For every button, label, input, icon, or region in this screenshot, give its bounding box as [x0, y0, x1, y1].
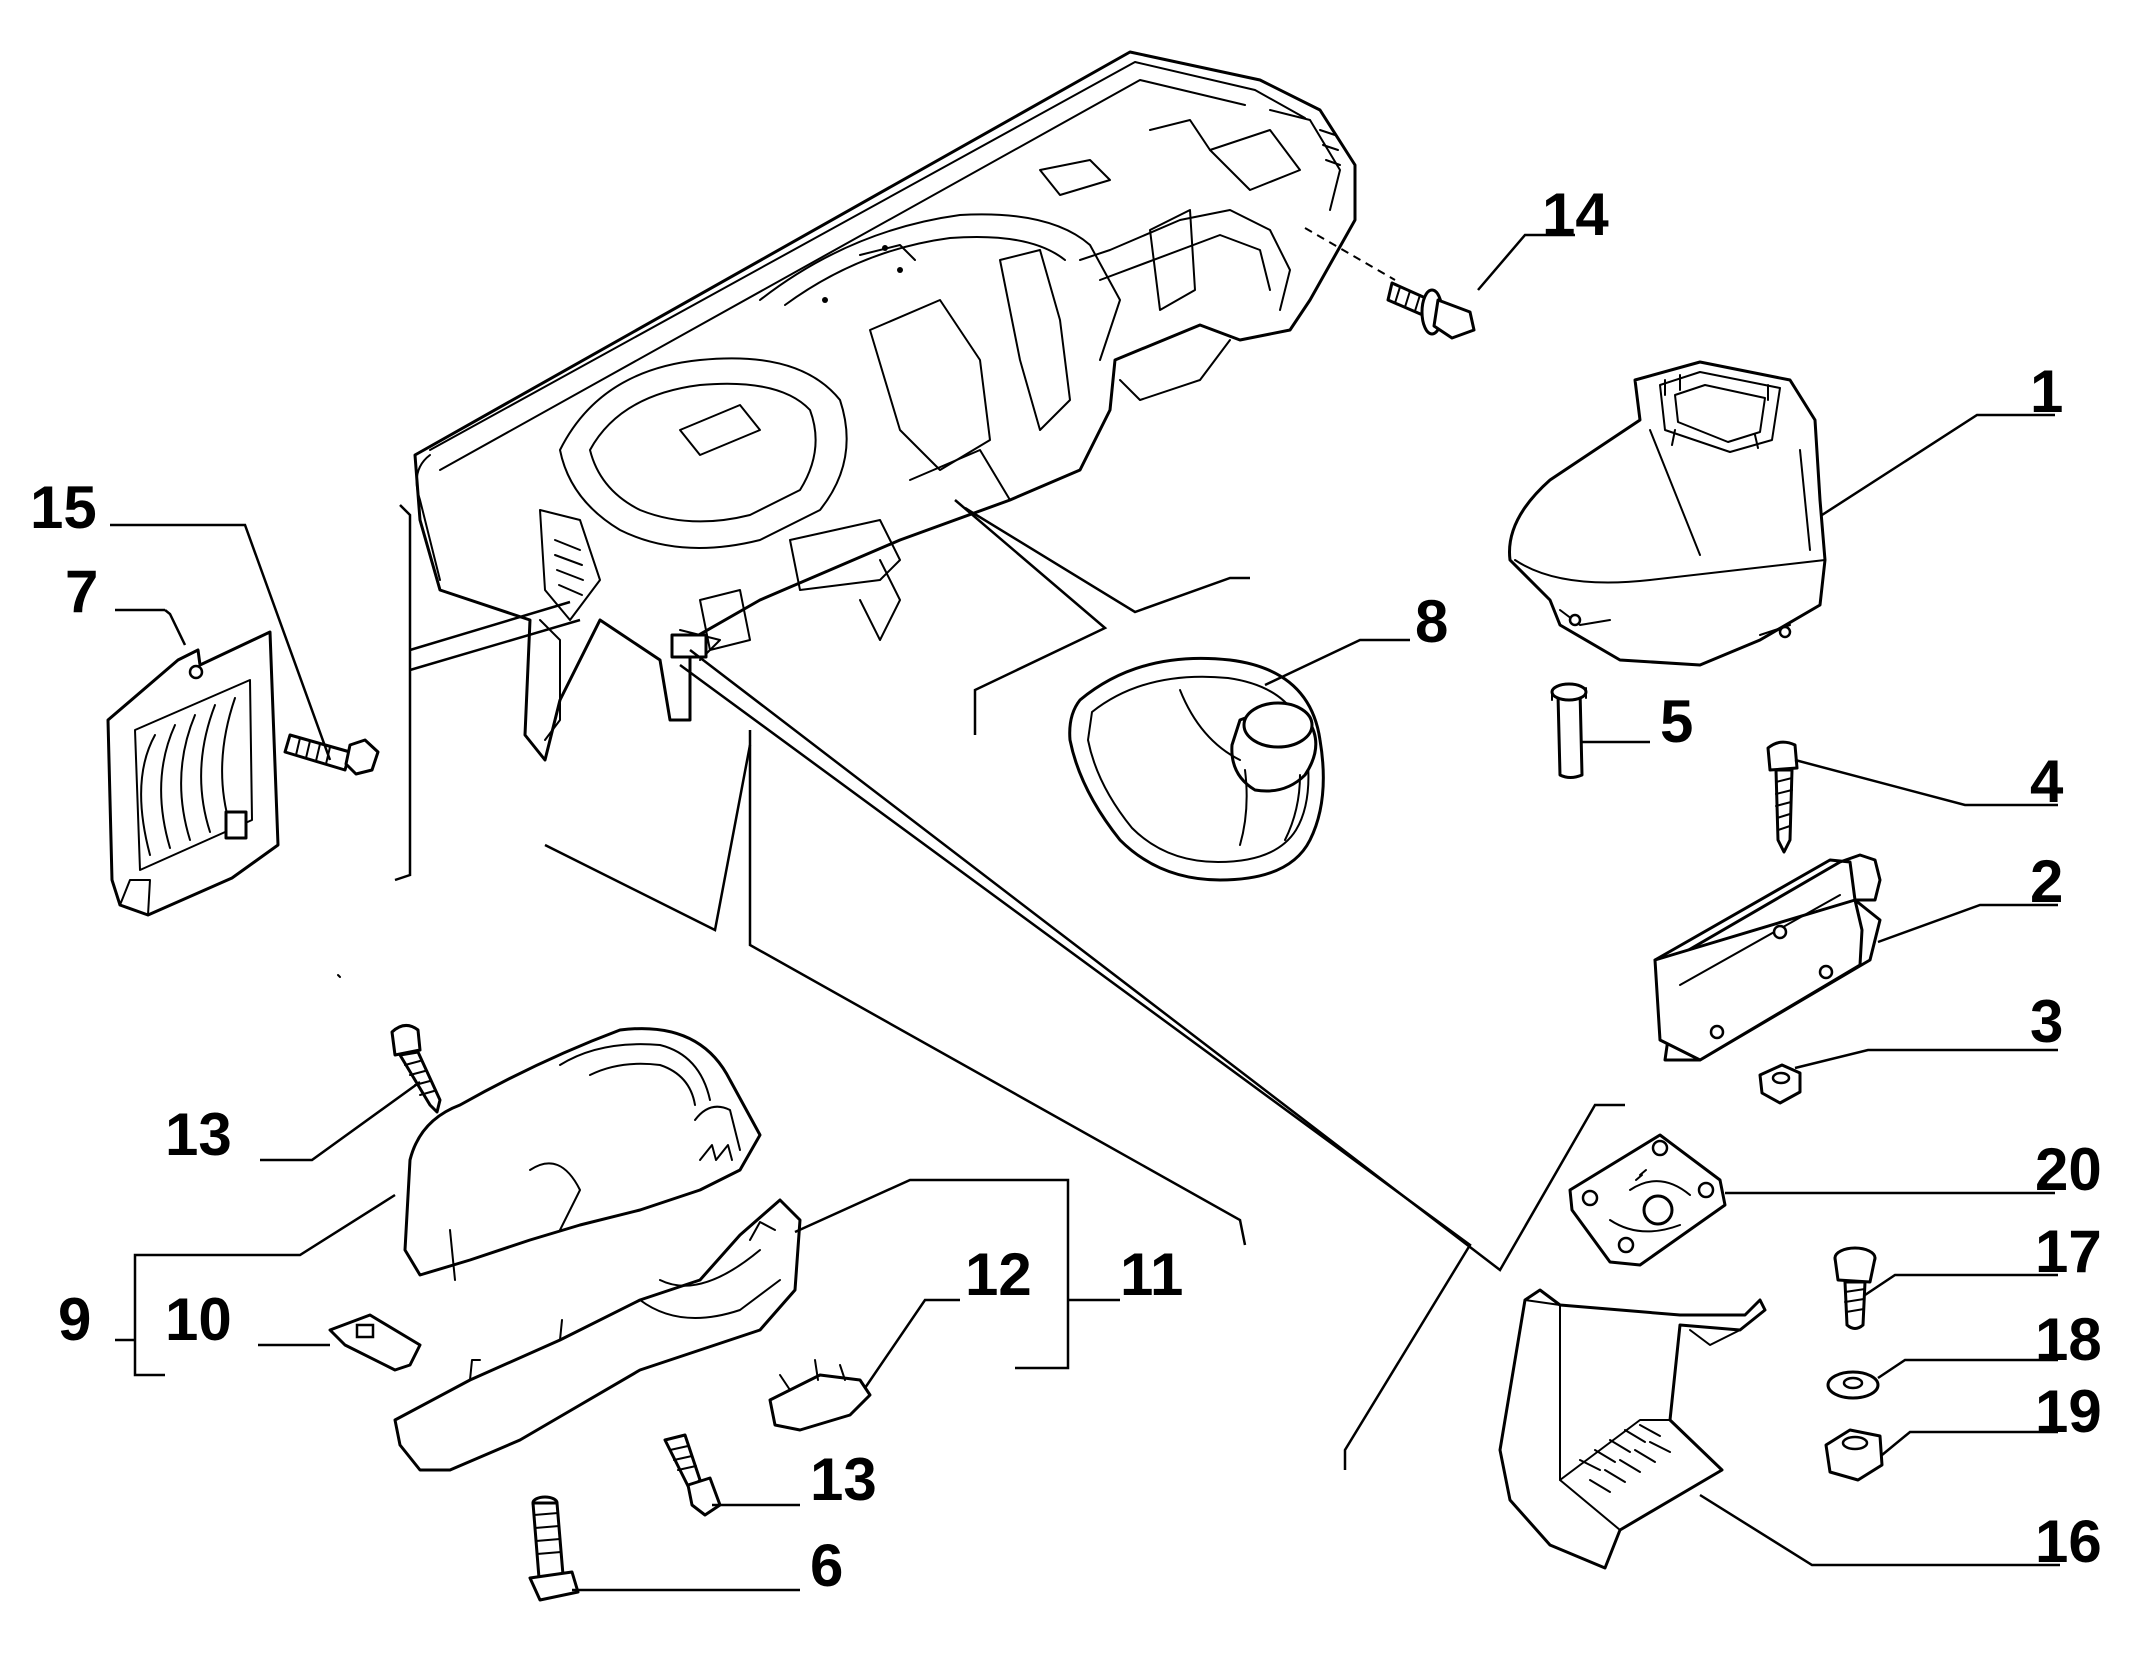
- screw-part-17: [1833, 1246, 1877, 1330]
- callout-12: 12: [965, 1241, 1032, 1308]
- washer-part-18: [1826, 1370, 1880, 1400]
- callout-4: 4: [2030, 748, 2064, 815]
- callout-17: 17: [2035, 1218, 2102, 1285]
- mount-tab: [670, 633, 708, 659]
- callout-13-lower: 13: [810, 1446, 877, 1513]
- callout-1: 1: [2030, 358, 2064, 425]
- gear-boot-part: [1068, 656, 1325, 882]
- tunnel-cover-part: [1508, 360, 1827, 667]
- callout-5: 5: [1660, 688, 1694, 755]
- screw-part-13-upper: [390, 1024, 442, 1114]
- bolt-part-15: [283, 733, 380, 776]
- callout-20: 20: [2035, 1136, 2102, 1203]
- bracket-part-2: [1653, 853, 1882, 1062]
- callout-10: 10: [165, 1286, 232, 1353]
- plate-part-20: [1568, 1133, 1727, 1267]
- callout-18: 18: [2035, 1306, 2102, 1373]
- callout-19: 19: [2035, 1378, 2102, 1445]
- callout-7: 7: [65, 558, 99, 625]
- upper-shroud-part-9: [403, 1027, 762, 1281]
- nut-part-19: [1824, 1428, 1884, 1482]
- callout-8: 8: [1415, 588, 1449, 655]
- mount-holes: [822, 245, 903, 303]
- callout-16: 16: [2035, 1508, 2102, 1575]
- bolt-part-6: [528, 1495, 580, 1602]
- sleeve-part-5: [1550, 682, 1588, 779]
- knee-panel-part-16: [1498, 1288, 1767, 1570]
- clip-part-10: [328, 1313, 422, 1372]
- callout-3: 3: [2030, 988, 2064, 1055]
- bolt-part-14: [1386, 281, 1476, 340]
- callout-15: 15: [30, 474, 97, 541]
- callout-11: 11: [1120, 1241, 1184, 1308]
- nut-part-3: [1758, 1063, 1802, 1105]
- vent-grille-part: [106, 630, 280, 917]
- callout-2: 2: [2030, 848, 2064, 915]
- dashboard-assembly: [413, 50, 1357, 762]
- cover-cap-part-12: [768, 1359, 872, 1432]
- callout-6: 6: [810, 1532, 844, 1599]
- lower-shroud-part-11: [393, 1198, 802, 1472]
- callout-9: 9: [58, 1286, 92, 1353]
- callout-13-upper: 13: [165, 1101, 232, 1168]
- callout-14: 14: [1542, 181, 1609, 248]
- screw-part-4: [1766, 740, 1799, 854]
- leader-lines: [110, 227, 2060, 1592]
- screw-part-13-lower: [663, 1433, 722, 1517]
